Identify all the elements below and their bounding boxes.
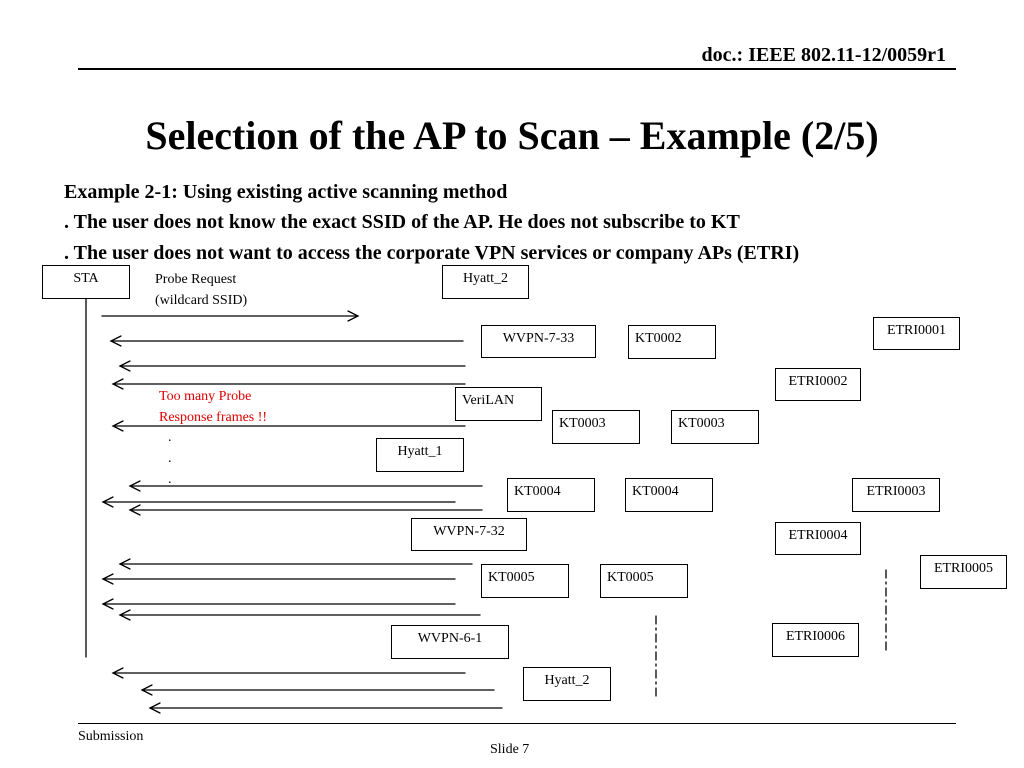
- body-line-1: Example 2-1: Using existing active scann…: [64, 181, 508, 203]
- sta-box: STA: [42, 265, 130, 299]
- slide-title: Selection of the AP to Scan – Example (2…: [145, 113, 879, 158]
- ap-box-kt0005-b: KT0005: [600, 564, 688, 598]
- footer-rule: [78, 723, 956, 724]
- ap-box-kt0005-a: KT0005: [481, 564, 569, 598]
- ap-box-etri0006: ETRI0006: [772, 623, 859, 657]
- ap-box-etri0004: ETRI0004: [775, 522, 861, 555]
- ap-box-etri0005: ETRI0005: [920, 555, 1007, 589]
- probe-response-arrows: [101, 335, 503, 714]
- ellipsis-dot-3: .: [168, 472, 172, 487]
- ellipsis-dot-1: .: [168, 430, 172, 445]
- probe-request-arrowhead: [347, 310, 360, 322]
- ap-box-wvpn-6-1: WVPN-6-1: [391, 625, 509, 659]
- ap-box-hyatt-1: Hyatt_1: [376, 438, 464, 472]
- ellipsis-dot-2: .: [168, 451, 172, 466]
- footer-submission: Submission: [78, 729, 144, 744]
- probe-request-label-line-2: (wildcard SSID): [155, 293, 248, 308]
- ap-box-wvpn-7-33: WVPN-7-33: [481, 325, 596, 358]
- ap-box-hyatt-2-top: Hyatt_2: [442, 265, 529, 299]
- ap-box-wvpn-7-32: WVPN-7-32: [411, 518, 527, 551]
- ap-box-kt0004-a: KT0004: [507, 478, 595, 512]
- document-id: doc.: IEEE 802.11-12/0059r1: [701, 44, 946, 66]
- ap-box-kt0003-b: KT0003: [671, 410, 759, 444]
- ap-box-etri0001: ETRI0001: [873, 317, 960, 350]
- body-line-3: . The user does not want to access the c…: [64, 242, 800, 264]
- ap-box-etri0003: ETRI0003: [852, 478, 940, 512]
- note-line-2: Response frames !!: [159, 410, 268, 425]
- ap-box-hyatt-2-bottom: Hyatt_2: [523, 667, 611, 701]
- body-line-2: . The user does not know the exact SSID …: [64, 211, 740, 233]
- ap-box-etri0002: ETRI0002: [775, 368, 861, 401]
- probe-request-label-line-1: Probe Request: [155, 272, 237, 287]
- header-rule: [78, 68, 956, 70]
- ap-box-kt0003-a: KT0003: [552, 410, 640, 444]
- ap-box-verilan: VeriLAN: [455, 387, 542, 421]
- ap-box-kt0004-b: KT0004: [625, 478, 713, 512]
- note-line-1: Too many Probe: [159, 389, 252, 404]
- footer-slide-number: Slide 7: [490, 742, 530, 757]
- ap-box-kt0002: KT0002: [628, 325, 716, 359]
